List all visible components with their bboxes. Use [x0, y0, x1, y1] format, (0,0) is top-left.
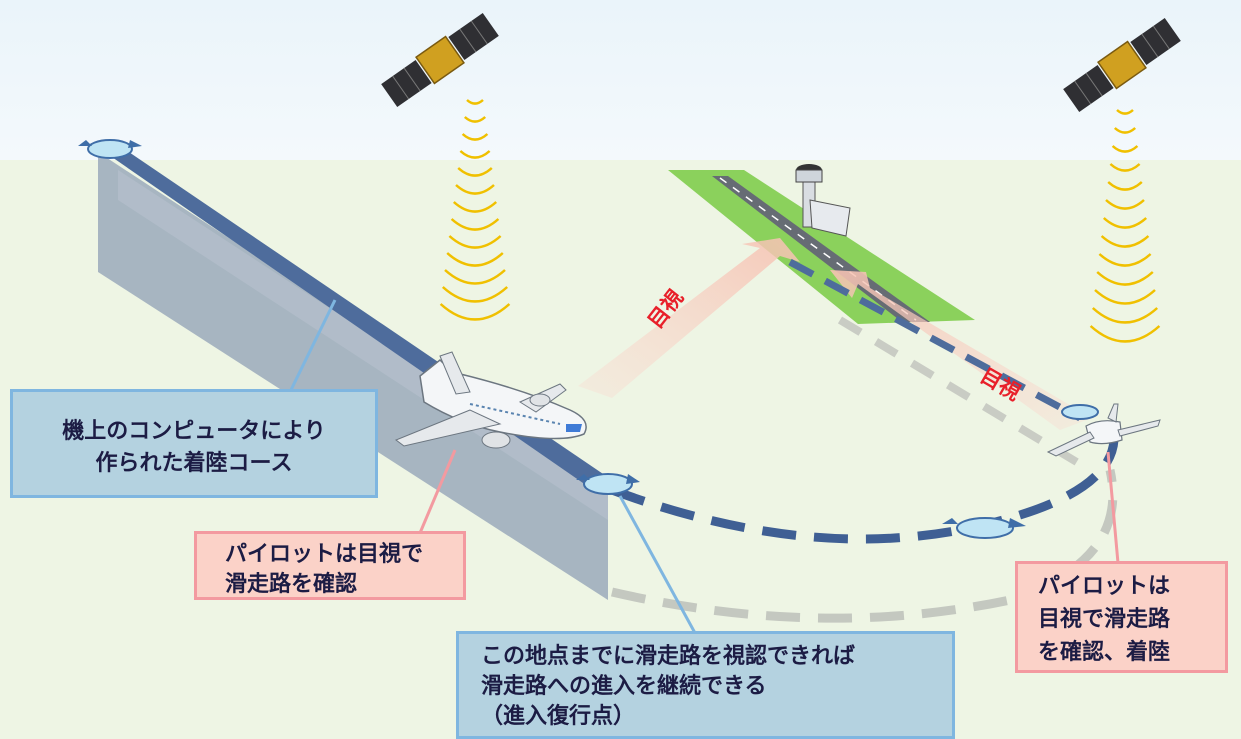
callout-line-text: を確認、着陸	[1038, 640, 1171, 665]
airport	[668, 164, 975, 324]
approach-path-dashed	[610, 439, 1119, 544]
ground-track	[837, 316, 1093, 474]
visual-arrow-2	[830, 270, 1092, 430]
callout-line-text: パイロットは目視で	[225, 542, 424, 567]
callout-line-text: 滑走路を確認	[225, 572, 358, 597]
missed-approach-path	[610, 469, 1118, 623]
visual-arrow-1	[578, 238, 800, 398]
control-tower-icon	[795, 164, 851, 237]
signal-wave	[1091, 307, 1159, 324]
signal-wave	[466, 99, 484, 105]
signal-wave	[446, 252, 504, 267]
signal-wave	[448, 235, 502, 249]
signal-wave	[1100, 235, 1150, 248]
missed-approach-point-callout: この地点までに滑走路を視認できれば 滑走路への進入を継続できる （進入復行点）	[456, 631, 955, 739]
waypoint-marker-icon	[942, 517, 1026, 539]
callout-line-text: 滑走路への進入を継続できる	[481, 674, 767, 699]
signal-wave	[459, 150, 491, 159]
landing-course-callout: 機上のコンピュータにより 作られた着陸コース	[10, 389, 378, 498]
sky	[0, 0, 1241, 160]
signal-wave	[455, 184, 495, 195]
signal-wave	[439, 303, 511, 321]
course-wall-front	[118, 170, 608, 520]
satellite-icon	[1063, 17, 1181, 113]
signal-wave	[463, 116, 487, 123]
signal-wave	[444, 269, 506, 285]
callout-line-text: この地点までに滑走路を視認できれば	[481, 644, 856, 669]
signal-wave	[1102, 217, 1148, 229]
signal-wave	[1105, 199, 1145, 210]
callout-line-pilot-right	[1106, 451, 1120, 564]
callout-line-missed	[618, 495, 697, 634]
approach-path-upper	[788, 258, 1082, 422]
signal-wave	[457, 167, 493, 177]
signal-wave	[1116, 109, 1134, 115]
signal-waves-left	[439, 99, 511, 321]
signal-wave	[461, 133, 489, 141]
airplane-icon	[394, 351, 587, 449]
signal-wave	[441, 286, 509, 303]
signal-wave	[1089, 325, 1161, 343]
signal-wave	[452, 201, 498, 213]
waypoint-marker-icon	[576, 473, 640, 495]
runway	[712, 176, 930, 322]
callout-line-text: 機上のコンピュータにより	[62, 419, 326, 444]
waypoint-marker-icon	[78, 139, 142, 159]
signal-wave	[1107, 181, 1143, 191]
pilot-visual-callout: パイロットは目視で 滑走路を確認	[194, 531, 466, 600]
signal-wave	[1113, 127, 1137, 134]
signal-wave	[1098, 253, 1152, 267]
callout-line-text: （進入復行点）	[481, 704, 636, 729]
signal-waves-right	[1089, 109, 1161, 343]
signal-wave	[1109, 163, 1141, 172]
pilot-landing-callout: パイロットは 目視で滑走路 を確認、着陸	[1015, 561, 1228, 673]
signal-wave	[1096, 271, 1154, 286]
callout-line-text: 目視で滑走路	[1038, 607, 1171, 632]
callout-line-course	[288, 299, 337, 393]
waypoint-marker-icon	[1061, 404, 1099, 420]
signal-wave	[1094, 289, 1156, 305]
callout-line-text: パイロットは	[1038, 574, 1171, 599]
callout-line-text: 作られた着陸コース	[95, 451, 293, 476]
callout-line-pilot-left	[418, 449, 457, 534]
signal-wave	[450, 218, 500, 231]
airplane-icon	[1046, 403, 1161, 457]
satellite-icon	[381, 12, 499, 108]
signal-wave	[1111, 145, 1139, 153]
